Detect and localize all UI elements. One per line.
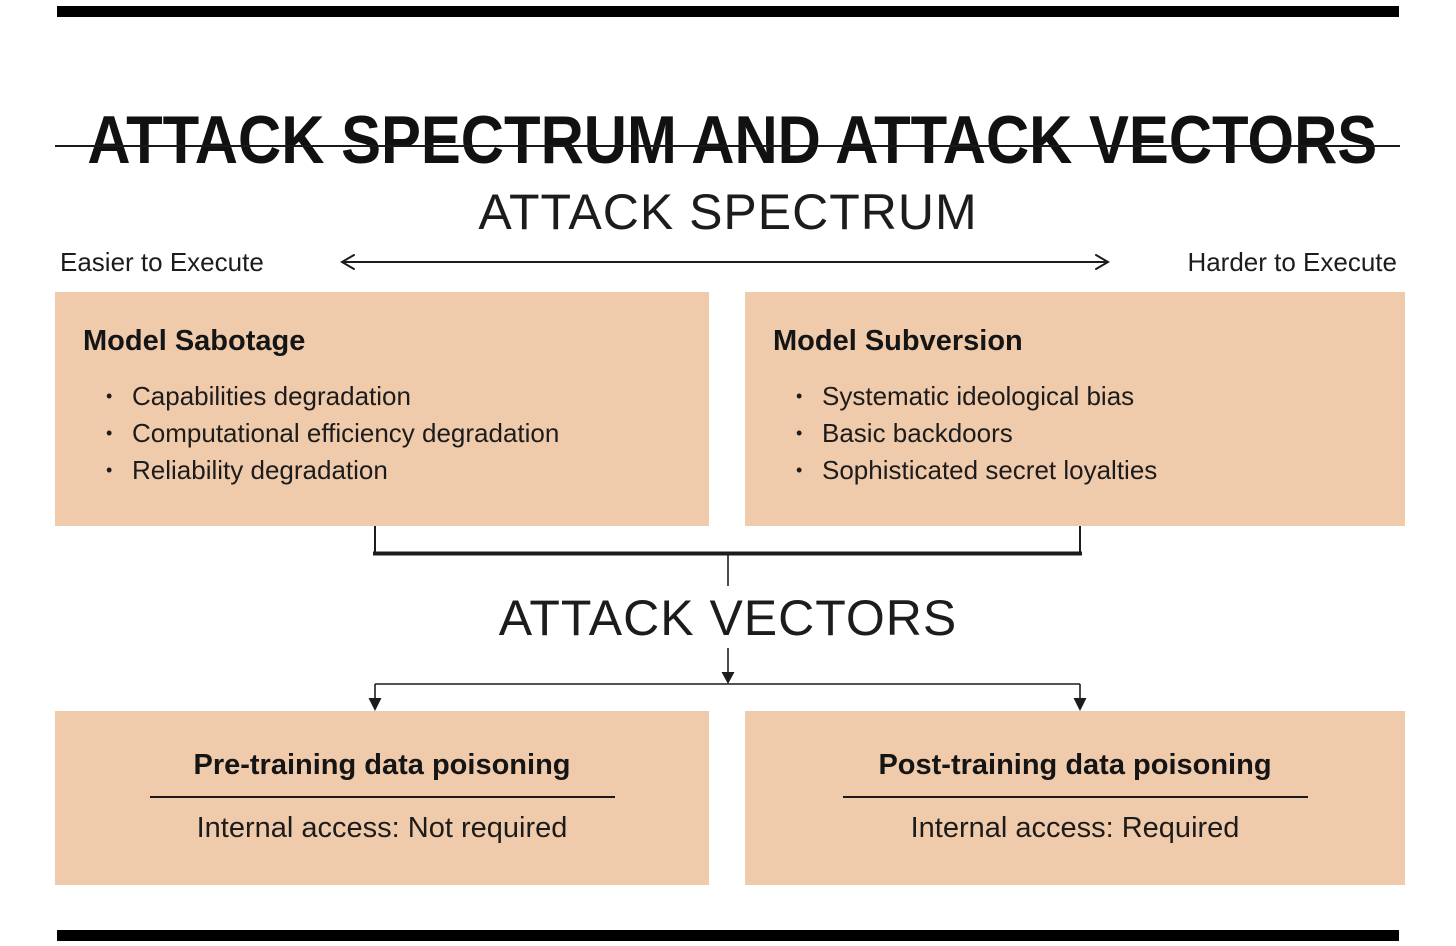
spectrum-double-arrow-icon — [340, 254, 1110, 270]
bullet-item: Basic backdoors — [796, 415, 1377, 452]
model-subversion-title: Model Subversion — [773, 325, 1023, 357]
model-sabotage-box: Model Sabotage Capabilities degradation … — [55, 292, 709, 526]
bullet-item: Sophisticated secret loyalties — [796, 452, 1377, 489]
connector-lines — [368, 526, 1087, 711]
pre-training-poisoning-title: Pre-training data poisoning — [193, 749, 571, 781]
title-underline — [55, 145, 1400, 147]
attack-vectors-heading: ATTACK VECTORS — [498, 590, 958, 646]
model-sabotage-title: Model Sabotage — [83, 325, 306, 357]
bullet-item: Reliability degradation — [106, 452, 681, 489]
left-branch-arrowhead-icon — [368, 698, 382, 711]
post-training-poisoning-title: Post-training data poisoning — [878, 749, 1272, 781]
pre-training-poisoning-box: Pre-training data poisoning Internal acc… — [55, 711, 709, 885]
easier-to-execute-label: Easier to Execute — [60, 247, 264, 277]
left-arrowhead-icon — [340, 254, 355, 270]
post-training-title-underline — [842, 796, 1308, 798]
top-rule-bar — [57, 6, 1399, 17]
bullet-item: Capabilities degradation — [106, 378, 681, 415]
model-subversion-bullet-list: Systematic ideological bias Basic backdo… — [796, 378, 1377, 489]
model-subversion-box: Model Subversion Systematic ideological … — [745, 292, 1405, 526]
page-title: ATTACK SPECTRUM AND ATTACK VECTORS — [87, 101, 1378, 178]
bullet-item: Computational efficiency degradation — [106, 415, 681, 452]
pre-training-access-detail: Internal access: Not required — [196, 812, 568, 844]
right-arrowhead-icon — [1095, 254, 1110, 270]
bullet-item: Systematic ideological bias — [796, 378, 1377, 415]
post-training-access-detail: Internal access: Required — [910, 812, 1240, 844]
attack-spectrum-heading: ATTACK SPECTRUM — [478, 184, 978, 240]
right-branch-arrowhead-icon — [1073, 698, 1087, 711]
harder-to-execute-label: Harder to Execute — [1187, 247, 1397, 277]
model-sabotage-bullet-list: Capabilities degradation Computational e… — [106, 378, 681, 489]
bottom-rule-bar — [57, 930, 1399, 941]
center-arrowhead-icon — [721, 672, 735, 684]
post-training-poisoning-box: Post-training data poisoning Internal ac… — [745, 711, 1405, 885]
pre-training-title-underline — [149, 796, 615, 798]
